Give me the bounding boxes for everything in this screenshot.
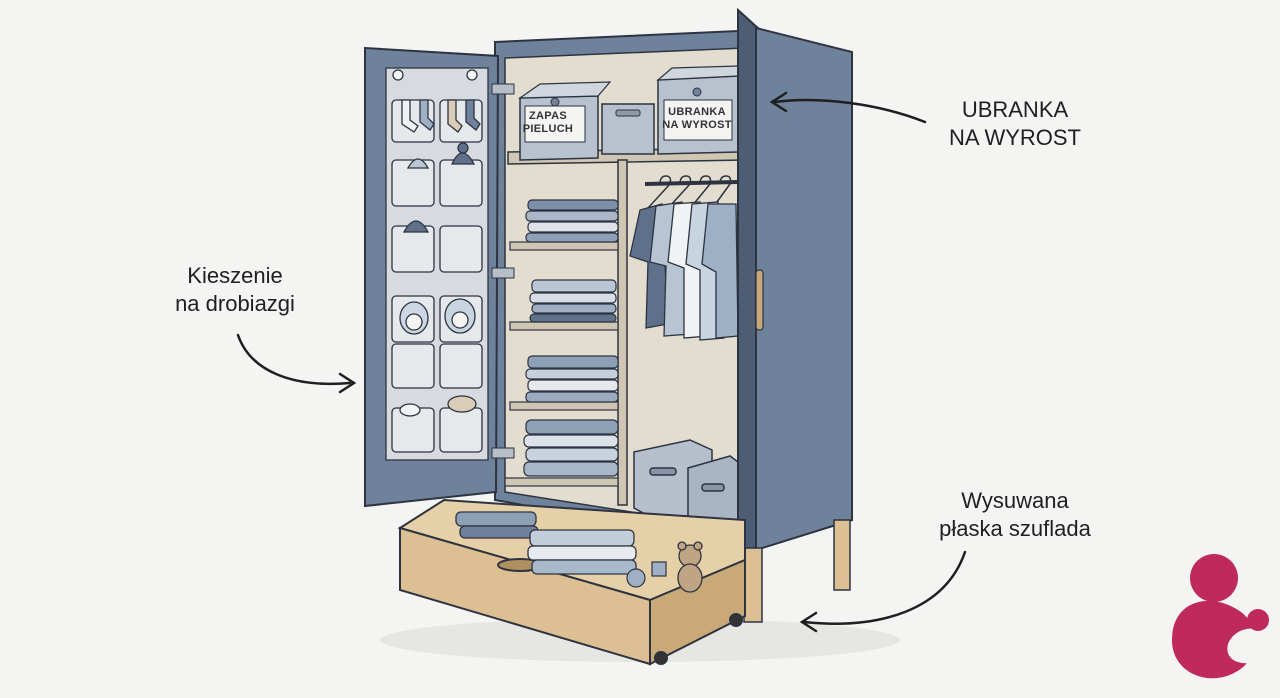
pockets-callout-line1: Kieszenie xyxy=(187,263,283,288)
shelf-4 xyxy=(504,477,619,487)
outgrown-callout: UBRANKA NA WYROST xyxy=(930,96,1100,152)
small-box xyxy=(601,103,655,155)
pockets-callout: Kieszenie na drobiazgi xyxy=(150,262,320,318)
shelf-2 xyxy=(509,321,619,331)
outgrown-clothes-box xyxy=(656,65,739,155)
shelf-3 xyxy=(509,401,619,411)
cabinet-legs xyxy=(743,519,851,623)
clothes-box-label-line2: NA WYROST xyxy=(662,119,732,131)
toy-blocks xyxy=(626,561,667,588)
teddy-bear-icon xyxy=(677,541,703,593)
pockets-callout-line2: na drobiazgi xyxy=(175,291,295,316)
diaper-box-label-line1: ZAPAS xyxy=(529,110,567,122)
hanging-shirts xyxy=(629,201,739,341)
drawer-callout: Wysuwana płaska szuflada xyxy=(905,487,1125,543)
pocket-organizer xyxy=(385,67,489,461)
arrow-icon xyxy=(236,333,357,394)
logo-icon xyxy=(1172,554,1270,679)
clothes-stack-3 xyxy=(525,355,619,403)
clothes-stack-4 xyxy=(523,419,619,477)
drawer-contents xyxy=(455,511,637,575)
clothes-stack-2 xyxy=(529,279,617,323)
door-hinges xyxy=(491,83,515,459)
hanger-icon xyxy=(647,175,732,209)
arrow-icon xyxy=(799,550,967,633)
clothes-box-label-line1: UBRANKA xyxy=(668,106,726,118)
vertical-divider xyxy=(617,159,628,506)
drawer-callout-line2: płaska szuflada xyxy=(939,516,1091,541)
arrow-icon xyxy=(769,91,927,124)
right-door-panel[interactable] xyxy=(755,26,853,552)
clothes-stack-1 xyxy=(525,199,619,243)
clothes-box-label: UBRANKA NA WYROST xyxy=(662,106,732,132)
diaper-box-label: ZAPAS PIELUCH xyxy=(522,110,574,136)
diaper-box-label-line2: PIELUCH xyxy=(522,123,574,135)
drawer-callout-line1: Wysuwana xyxy=(961,488,1069,513)
diaper-box xyxy=(518,81,612,161)
door-handle[interactable] xyxy=(755,269,764,331)
shelf-1 xyxy=(509,241,619,251)
outgrown-callout-line2: NA WYROST xyxy=(948,125,1081,150)
hanging-rail xyxy=(644,180,739,186)
outgrown-callout-line1: UBRANKA xyxy=(961,97,1069,122)
